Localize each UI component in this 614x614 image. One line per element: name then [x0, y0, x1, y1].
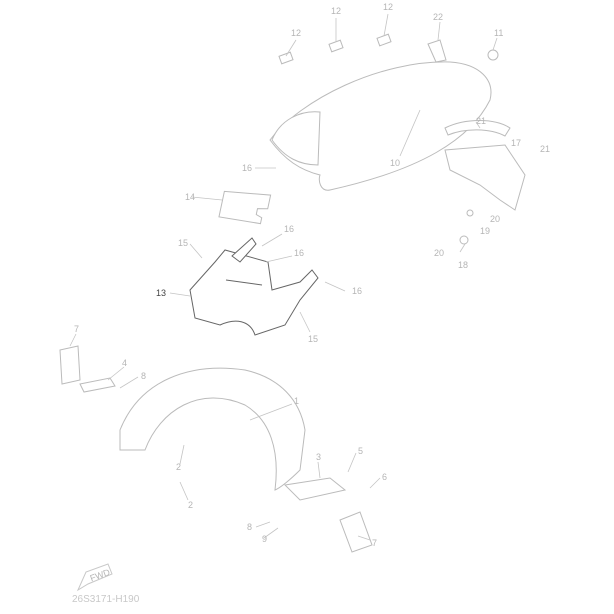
bracket-13 — [189, 249, 319, 336]
reflector-pad — [376, 33, 392, 47]
callout-2: 2 — [188, 500, 193, 510]
callout-15: 15 — [308, 334, 318, 344]
clip-22 — [427, 39, 447, 63]
callout-12: 12 — [291, 28, 301, 38]
fender-stay — [283, 477, 347, 501]
callout-7: 7 — [74, 324, 79, 334]
callout-13: 13 — [156, 288, 166, 298]
callout-3: 3 — [316, 452, 321, 462]
reflector-pad — [278, 51, 294, 65]
callout-20: 20 — [490, 214, 500, 224]
callout-16: 16 — [294, 248, 304, 258]
bracket-edge — [225, 279, 263, 286]
callout-18: 18 — [458, 260, 468, 270]
reflector-7 — [59, 345, 81, 385]
bracket-4 — [79, 377, 116, 393]
cover-21 — [444, 120, 511, 137]
callout-1: 1 — [294, 396, 299, 406]
front-fender — [119, 367, 306, 491]
callout-12: 12 — [331, 6, 341, 16]
callout-16: 16 — [242, 163, 252, 173]
grommet-11 — [487, 49, 499, 61]
washer-20 — [466, 209, 474, 217]
callout-4: 4 — [122, 358, 127, 368]
callout-7: 7 — [372, 538, 377, 548]
reflector-pad — [328, 39, 344, 53]
callout-5: 5 — [358, 446, 363, 456]
callout-2: 2 — [176, 462, 181, 472]
callout-16: 16 — [352, 286, 362, 296]
callout-16: 16 — [284, 224, 294, 234]
callout-21: 21 — [476, 116, 486, 126]
callout-9: 9 — [262, 534, 267, 544]
callout-labels: 12 12 12 22 11 10 16 21 17 21 20 19 20 1… — [74, 2, 550, 548]
callout-22: 22 — [433, 12, 443, 22]
callout-19: 19 — [480, 226, 490, 236]
plate-14 — [218, 190, 272, 225]
reflector-7b — [339, 511, 373, 553]
rear-fender-inner — [271, 111, 321, 166]
drawing-code: 26S3171-H190 — [72, 594, 140, 605]
callout-8: 8 — [141, 371, 146, 381]
leader-lines — [69, 13, 498, 541]
callout-15: 15 — [178, 238, 188, 248]
callout-14: 14 — [185, 192, 195, 202]
bracket-13-arm — [231, 237, 257, 263]
callout-11: 11 — [494, 28, 503, 38]
fwd-arrow-icon — [76, 563, 113, 592]
callout-10: 10 — [390, 158, 400, 168]
callout-17: 17 — [511, 138, 521, 148]
washer-20b — [459, 235, 469, 245]
callout-8: 8 — [247, 522, 252, 532]
callout-21: 21 — [540, 144, 550, 154]
callout-12: 12 — [383, 2, 393, 12]
callout-6: 6 — [382, 472, 387, 482]
callout-20: 20 — [434, 248, 444, 258]
tail-bracket — [444, 144, 526, 211]
